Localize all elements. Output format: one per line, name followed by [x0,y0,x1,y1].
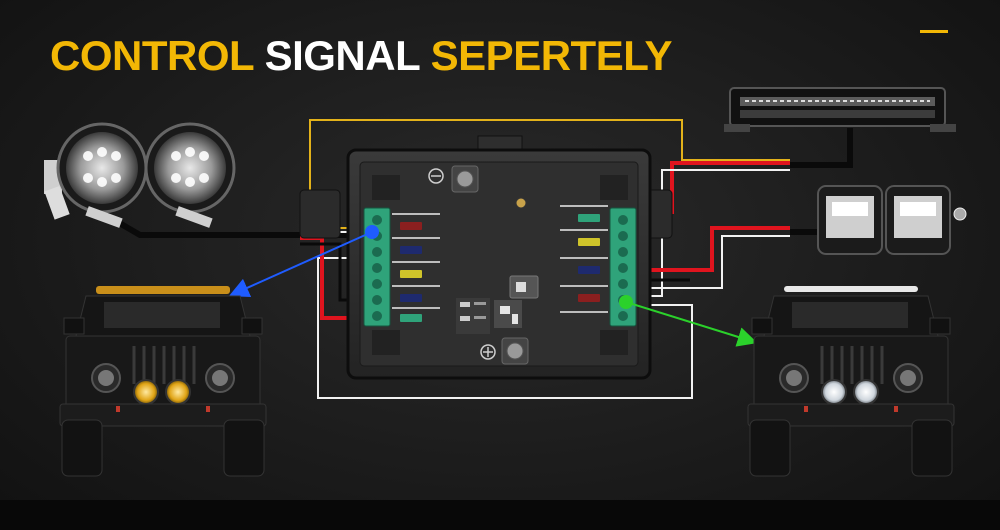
relay-fuse-box [299,135,673,380]
title-word-sepertely: SEPERTELY [430,32,673,79]
decorative-accent-line [920,30,948,33]
led-cube-pod-lights [817,185,967,255]
green-signal-arrow [625,301,758,347]
right-fuses [560,205,608,313]
cube-cable-white [632,235,790,289]
left-fuses [392,213,440,322]
led-light-bar [724,87,956,132]
cube-cable-red [632,226,790,272]
screw-terminal-icon [480,337,529,365]
screw-terminal-icon [428,165,479,193]
round-led-pod-lights [44,122,236,228]
wiring-illustration [44,87,967,477]
page-title: CONTROL SIGNAL SEPERTELY [50,32,673,80]
jeep-front-with-white-lights [747,286,955,477]
bar-cable-black [790,128,853,168]
bottom-strip [0,500,1000,530]
center-led-indicator [515,197,527,209]
title-word-signal: SIGNAL [264,32,420,79]
switch-module [456,275,539,334]
white-wire-bottom [317,257,693,399]
jeep-front-with-amber-lights [59,286,267,477]
title-word-control: CONTROL [50,32,254,79]
blue-signal-arrow [228,231,373,298]
